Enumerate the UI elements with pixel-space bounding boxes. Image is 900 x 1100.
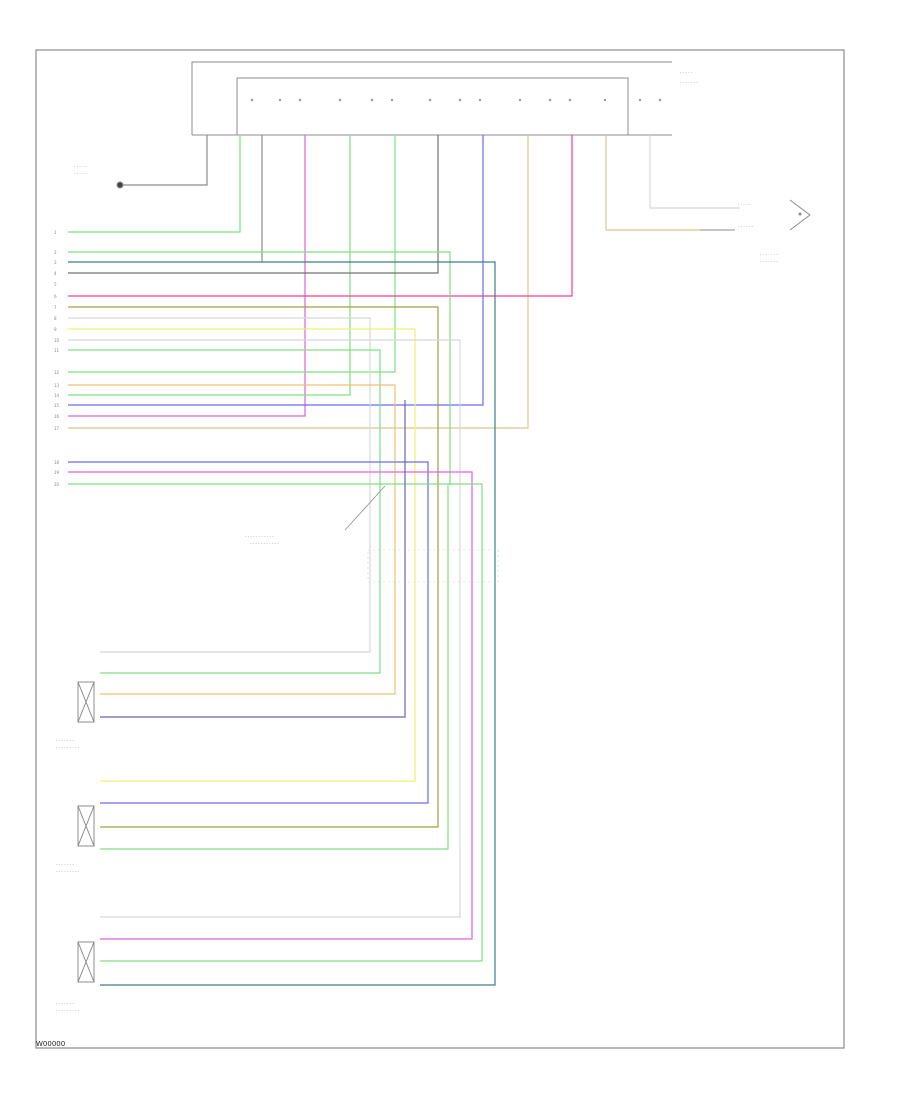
svg-text:5: 5 — [54, 282, 57, 287]
svg-text:- - - - -: - - - - - — [74, 164, 87, 169]
svg-text:9: 9 — [54, 327, 57, 332]
svg-text:8: 8 — [54, 316, 57, 321]
motor-labels: - - - - - - - - - - - - - - - - - - - - -… — [56, 738, 80, 1013]
svg-text:- - - - - - - - - - -: - - - - - - - - - - - — [250, 541, 279, 546]
svg-text:- - - - - - -: - - - - - - - — [760, 259, 778, 264]
svg-text:6: 6 — [54, 294, 57, 299]
svg-text:11: 11 — [54, 348, 60, 353]
svg-text:3: 3 — [54, 260, 57, 265]
page-id: W00000 — [36, 1040, 66, 1048]
svg-text:- - - - - - -: - - - - - - - — [56, 862, 74, 867]
svg-text:- - - - - -: - - - - - - — [738, 224, 754, 229]
svg-text:- - - - -: - - - - - — [738, 202, 751, 207]
svg-text:15: 15 — [54, 403, 60, 408]
svg-text:1: 1 — [54, 230, 57, 235]
svg-text:- - - - - - - - -: - - - - - - - - - — [56, 1008, 80, 1013]
svg-text:10: 10 — [54, 338, 60, 343]
harness-wires — [68, 251, 496, 986]
svg-text:19: 19 — [54, 470, 60, 475]
svg-text:- - - - - - - - - - -: - - - - - - - - - - - — [245, 534, 274, 539]
svg-text:16: 16 — [54, 414, 60, 419]
svg-text:17: 17 — [54, 426, 60, 431]
diagram-frame — [35, 49, 845, 1049]
svg-text:- - - - -: - - - - - — [74, 171, 87, 176]
svg-text:- - - - - - -: - - - - - - - — [760, 252, 778, 257]
svg-text:- - - - - - -: - - - - - - - — [56, 1001, 74, 1006]
svg-text:- - - - -: - - - - - — [680, 70, 693, 75]
wire-numbers: 1 2 3 4 5 6 7 8 9 10 11 12 13 14 15 16 17 18 19 20 — [54, 230, 60, 487]
driver-seat-switch-module: - - - - - - - - - - - - — [191, 61, 698, 136]
svg-text:14: 14 — [54, 393, 60, 398]
center-connector-stack: - - - - - - - - - - - - - - - - - - - - … — [245, 485, 499, 583]
ground-symbol: - - - - - - - - - - — [74, 164, 180, 189]
motor-symbols — [77, 681, 95, 983]
svg-text:18: 18 — [54, 460, 60, 465]
svg-text:- - - - - - - - -: - - - - - - - - - — [56, 869, 80, 874]
svg-text:4: 4 — [54, 271, 57, 276]
svg-text:- - - - - - -: - - - - - - - — [680, 80, 698, 85]
svg-text:2: 2 — [54, 250, 57, 255]
svg-text:13: 13 — [54, 383, 60, 388]
svg-text:- - - - - - -: - - - - - - - — [56, 738, 74, 743]
switch-contacts — [250, 98, 662, 102]
module-wires — [68, 135, 740, 429]
svg-text:- - - - - - - - -: - - - - - - - - - — [56, 745, 80, 750]
svg-text:20: 20 — [54, 482, 60, 487]
power-seat-connector: - - - - - - - - - - - - - - - - - - - - … — [700, 199, 811, 264]
svg-text:7: 7 — [54, 305, 57, 310]
svg-text:12: 12 — [54, 370, 60, 375]
